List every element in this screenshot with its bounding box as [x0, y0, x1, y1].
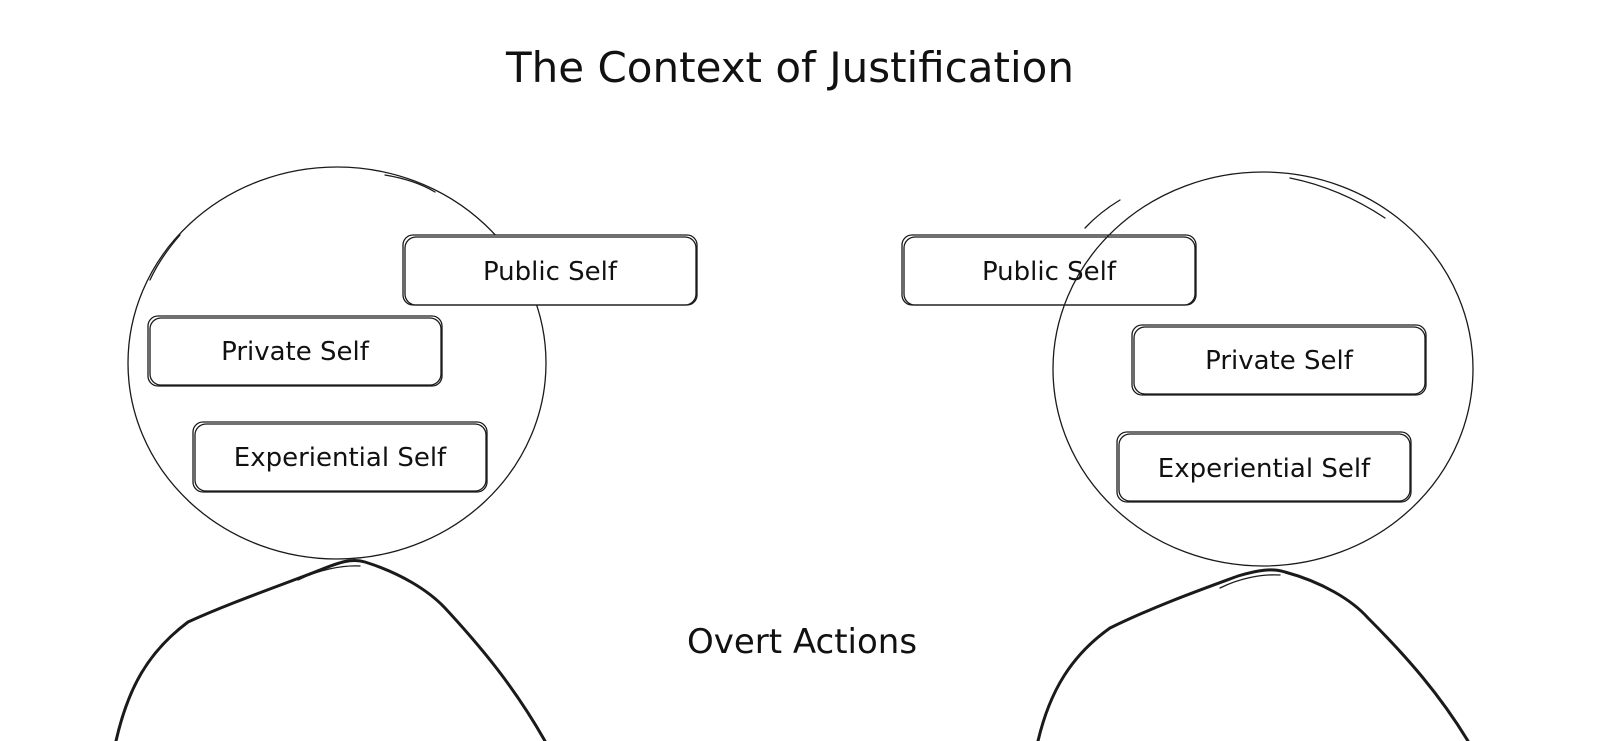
right-body-outline [1036, 568, 1470, 741]
right-public-self-box: Public Self [901, 234, 1197, 306]
left-experiential-self-box: Experiential Self [192, 421, 488, 493]
left-experiential-self-label: Experiential Self [234, 443, 447, 473]
left-private-self-box: Private Self [147, 315, 443, 387]
left-head-circle [127, 166, 547, 560]
left-person: Public Self Private Self Experiential Se… [114, 166, 698, 741]
right-experiential-self-label: Experiential Self [1158, 454, 1371, 484]
right-private-self-label: Private Self [1205, 346, 1354, 376]
overt-actions-label: Overt Actions [687, 622, 917, 662]
right-public-self-label: Public Self [982, 257, 1117, 287]
right-person: Public Self Private Self Experiential Se… [901, 171, 1474, 741]
right-private-self-box: Private Self [1131, 324, 1427, 396]
diagram-title: The Context of Justification [505, 43, 1074, 92]
left-private-self-label: Private Self [221, 337, 370, 367]
right-head-circle [1052, 171, 1474, 567]
left-public-self-box: Public Self [402, 234, 698, 306]
left-public-self-label: Public Self [483, 257, 618, 287]
right-experiential-self-box: Experiential Self [1116, 431, 1412, 503]
left-body-outline [114, 558, 547, 741]
